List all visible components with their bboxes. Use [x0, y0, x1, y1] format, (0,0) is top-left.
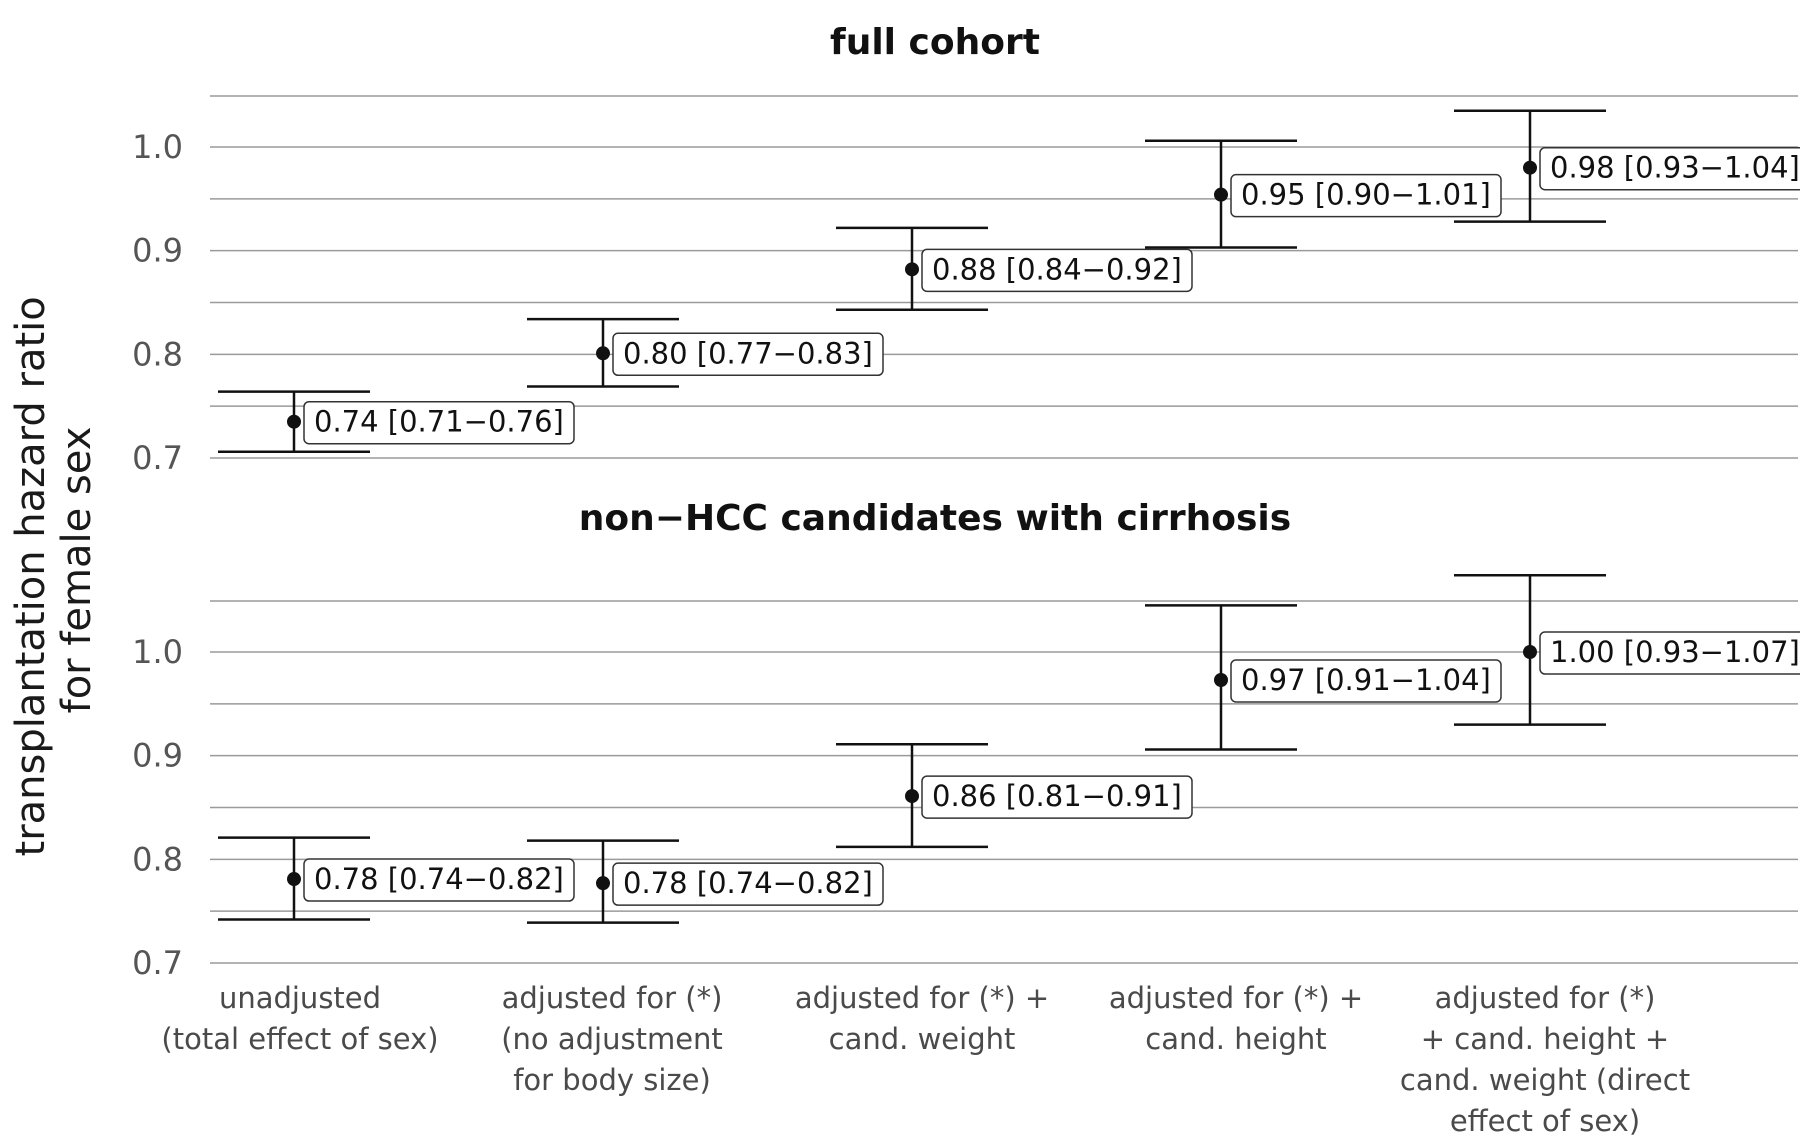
data-point-2: 0.80 [0.77−0.83]	[527, 317, 884, 388]
x-category-label-line: cand. weight	[829, 1022, 1016, 1056]
panel-title: non−HCC candidates with cirrhosis	[579, 498, 1291, 539]
data-label: 0.97 [0.91−1.04]	[1241, 663, 1491, 697]
data-label-box	[1539, 146, 1800, 191]
data-label-box	[1230, 173, 1502, 218]
data-label: 0.78 [0.74−0.82]	[314, 862, 564, 896]
y-tick-label: 0.9	[132, 737, 183, 775]
x-category-label-line: unadjusted	[219, 981, 381, 1015]
x-category-label-line: adjusted for (*) +	[795, 981, 1049, 1015]
y-tick-label: 0.7	[132, 439, 183, 477]
panel-title: full cohort	[830, 22, 1040, 63]
data-label: 0.74 [0.71−0.76]	[314, 405, 564, 439]
data-label: 0.86 [0.81−0.91]	[932, 779, 1182, 813]
x-category-label-line: adjusted for (*) +	[1109, 981, 1363, 1015]
x-category-label-line: effect of sex)	[1450, 1104, 1640, 1138]
point-estimate	[905, 789, 919, 804]
x-category-label-4: adjusted for (*) + cand. height	[1109, 981, 1363, 1056]
data-label-box	[303, 858, 575, 902]
data-point-3: 0.86 [0.81−0.91]	[836, 743, 1193, 849]
data-label: 0.80 [0.77−0.83]	[623, 336, 873, 370]
data-label-box	[921, 248, 1193, 293]
panel-1: full cohort 0.7 0.8 0.9 1.0 0.74 [0.71−0.76] 0…	[132, 22, 1800, 477]
data-label: 0.88 [0.84−0.92]	[932, 252, 1182, 286]
point-estimate	[287, 414, 301, 429]
point-estimate	[596, 876, 610, 891]
x-category-label-1: unadjusted (total effect of sex)	[161, 981, 438, 1056]
y-axis-label-line-1: transplantation hazard ratio	[8, 296, 54, 856]
data-point-5: 0.98 [0.93−1.04]	[1454, 109, 1800, 223]
data-label-box	[612, 862, 884, 906]
x-category-label-5: adjusted for (*) + cand. height + cand. we…	[1400, 981, 1690, 1138]
x-category-label-line: cand. height	[1145, 1022, 1326, 1056]
data-point-5: 1.00 [0.93−1.07]	[1454, 574, 1800, 726]
data-label: 0.98 [0.93−1.04]	[1550, 151, 1800, 185]
x-category-label-line: adjusted for (*)	[502, 981, 723, 1015]
point-estimate	[905, 262, 919, 277]
data-label: 0.78 [0.74−0.82]	[623, 866, 873, 900]
y-tick-label: 1.0	[132, 128, 183, 166]
x-category-label-2: adjusted for (*) (no adjustment for body s…	[501, 981, 723, 1097]
x-category-label-line: + cand. height +	[1421, 1022, 1669, 1056]
data-label-box	[612, 332, 884, 377]
x-category-label-line: (no adjustment	[501, 1022, 723, 1056]
data-label-box	[921, 775, 1193, 819]
data-point-2: 0.78 [0.74−0.82]	[527, 839, 884, 924]
x-axis-categories: unadjusted (total effect of sex) adjusted …	[161, 981, 1690, 1138]
data-point-4: 0.95 [0.90−1.01]	[1145, 139, 1502, 249]
point-estimate	[1214, 672, 1228, 687]
x-category-label-line: for body size)	[513, 1063, 711, 1097]
data-label-box	[303, 400, 575, 445]
x-category-label-line: cand. weight (direct	[1400, 1063, 1690, 1097]
x-category-label-line: adjusted for (*)	[1435, 981, 1656, 1015]
point-estimate	[1523, 645, 1537, 659]
data-label-box	[1539, 631, 1800, 675]
point-estimate	[287, 872, 301, 887]
data-label: 0.95 [0.90−1.01]	[1241, 178, 1491, 212]
y-tick-labels: 0.7 0.8 0.9 1.0	[132, 633, 183, 982]
y-tick-label: 0.8	[132, 335, 183, 373]
data-point-3: 0.88 [0.84−0.92]	[836, 226, 1193, 312]
x-category-label-3: adjusted for (*) + cand. weight	[795, 981, 1049, 1056]
panel-2: non−HCC candidates with cirrhosis0.70.80…	[132, 498, 1800, 982]
point-estimate	[596, 346, 610, 361]
point-estimate	[1214, 187, 1228, 202]
y-axis-label: transplantation hazard ratio for female …	[8, 284, 100, 857]
y-tick-label: 0.8	[132, 840, 183, 878]
point-estimate	[1523, 160, 1537, 175]
panels: full cohort 0.7 0.8 0.9 1.0 0.74 [0.71−0.76] 0…	[132, 22, 1800, 982]
data-label-box	[1230, 659, 1502, 703]
x-category-label-line: (total effect of sex)	[161, 1022, 438, 1056]
y-tick-label: 1.0	[132, 633, 183, 671]
y-tick-labels: 0.7 0.8 0.9 1.0	[132, 128, 183, 477]
data-point-4: 0.97 [0.91−1.04]	[1145, 604, 1502, 751]
y-tick-label: 0.7	[132, 944, 183, 982]
data-point-1: 0.78 [0.74−0.82]	[218, 836, 575, 921]
data-label: 1.00 [0.93−1.07]	[1550, 635, 1800, 669]
data-point-1: 0.74 [0.71−0.76]	[218, 390, 575, 454]
y-tick-label: 0.9	[132, 232, 183, 270]
y-axis-label-line-2: for female sex	[54, 427, 100, 714]
